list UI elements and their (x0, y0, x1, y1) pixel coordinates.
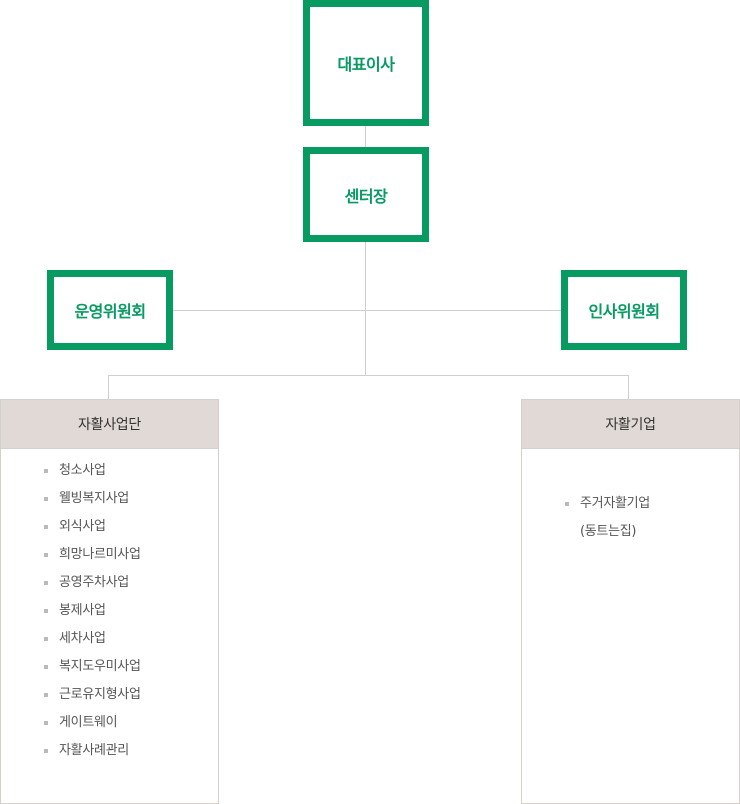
connector-director-down (365, 241, 366, 376)
company-subname: (동트는집) (580, 524, 637, 539)
bullet-icon (44, 525, 48, 529)
committee-personnel-label: 인사위원회 (588, 302, 660, 321)
bullet-icon (44, 637, 48, 641)
self-support-project-title: 자활사업단 (1, 400, 218, 449)
self-support-project-panel: 자활사업단 청소사업 웰빙복지사업 외식사업 희망나르미사업 공영주차사업 봉제… (0, 399, 219, 804)
bullet-icon (44, 665, 48, 669)
committee-personnel-box: 인사위원회 (561, 270, 687, 350)
bullet-icon (44, 497, 48, 501)
connector-ceo-director (365, 126, 366, 147)
bullet-icon (44, 749, 48, 753)
connector-branch-right (628, 375, 629, 399)
bullet-icon (44, 609, 48, 613)
bullet-icon (44, 469, 48, 473)
self-support-company-title: 자활기업 (522, 400, 739, 449)
connector-branch-horizontal (108, 375, 629, 376)
bullet-icon (44, 581, 48, 585)
committee-operation-box: 운영위원회 (47, 270, 173, 350)
bullet-icon (44, 693, 48, 697)
director-box: 센터장 (303, 147, 429, 242)
director-label: 센터장 (344, 186, 388, 206)
connector-branch-left (108, 375, 109, 399)
bullet-icon (44, 553, 48, 557)
bullet-icon (44, 721, 48, 725)
self-support-company-panel: 자활기업 주거자활기업 (동트는집) (521, 399, 740, 804)
bullet-icon (565, 502, 569, 506)
ceo-label: 대표이사 (337, 55, 395, 74)
committee-operation-label: 운영위원회 (74, 302, 146, 321)
connector-committees (172, 310, 562, 311)
company-name: 주거자활기업 (580, 496, 650, 511)
ceo-box: 대표이사 (303, 0, 429, 126)
